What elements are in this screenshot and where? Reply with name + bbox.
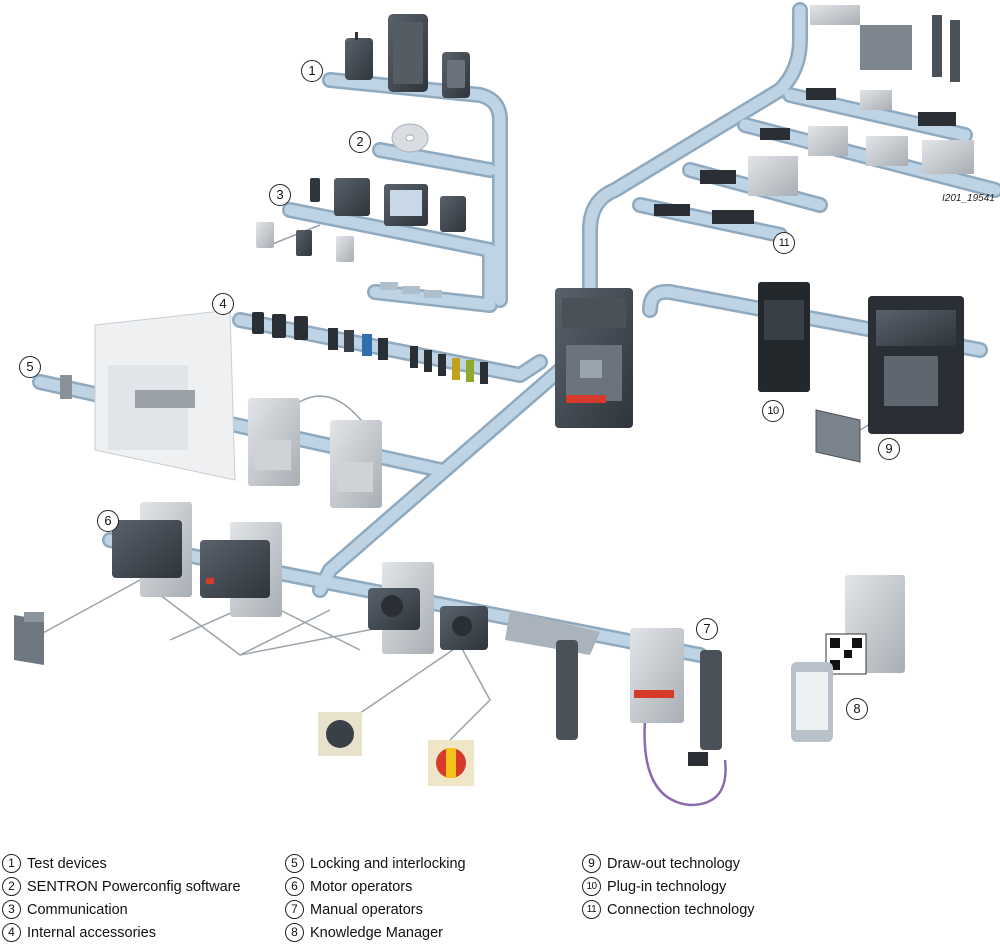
purple-cable <box>643 719 727 807</box>
legend-item: 8 Knowledge Manager <box>285 921 466 944</box>
legend-label: SENTRON Powerconfig software <box>27 878 241 895</box>
legend-item: 5 Locking and interlocking <box>285 852 466 875</box>
legend-item: 7 Manual operators <box>285 898 466 921</box>
callout-6: 6 <box>97 510 119 532</box>
legend-item: 2 SENTRON Powerconfig software <box>2 875 241 898</box>
motor-operators <box>14 502 488 786</box>
connection-terminals <box>654 5 974 224</box>
callout-7: 7 <box>696 618 718 640</box>
callout-4: 4 <box>212 293 234 315</box>
manual-operators <box>505 610 722 766</box>
legend-column-1: 1 Test devices 2 SENTRON Powerconfig softw… <box>2 852 241 944</box>
legend-label: Motor operators <box>310 878 413 895</box>
legend-number: 5 <box>285 854 304 873</box>
legend-item: 6 Motor operators <box>285 875 466 898</box>
callout-8: 8 <box>846 698 868 720</box>
legend-label: Test devices <box>27 855 107 872</box>
legend-number: 8 <box>285 923 304 942</box>
callout-5: 5 <box>19 356 41 378</box>
internal-accessories <box>252 312 488 384</box>
powerconfig-cd-icon <box>391 123 429 153</box>
legend-number: 11 <box>582 900 601 919</box>
draw-out-unit <box>815 296 964 463</box>
accessory-overview-diagram <box>14 2 1000 807</box>
legend-number: 3 <box>2 900 21 919</box>
drawing-code: I201_19541 <box>942 193 995 204</box>
legend-label: Knowledge Manager <box>310 924 444 941</box>
legend-item: 1 Test devices <box>2 852 241 875</box>
knowledge-manager <box>791 575 905 742</box>
plug-in-base <box>758 282 810 392</box>
legend-label: Plug-in technology <box>607 878 727 895</box>
legend-label: Communication <box>27 901 128 918</box>
legend-number: 4 <box>2 923 21 942</box>
legend-number: 9 <box>582 854 601 873</box>
legend-column-2: 5 Locking and interlocking 6 Motor operato… <box>285 852 466 944</box>
callout-11: 11 <box>773 232 795 254</box>
legend-number: 10 <box>582 877 601 896</box>
legend-number: 2 <box>2 877 21 896</box>
legend-label: Draw-out technology <box>607 855 740 872</box>
communication-modules <box>256 178 466 298</box>
legend-label: Connection technology <box>607 901 755 918</box>
central-circuit-breaker <box>555 288 633 428</box>
legend-item: 4 Internal accessories <box>2 921 241 944</box>
legend-number: 7 <box>285 900 304 919</box>
legend-number: 6 <box>285 877 304 896</box>
legend-item: 11 Connection technology <box>582 898 755 921</box>
legend-label: Internal accessories <box>27 924 156 941</box>
callout-10: 10 <box>762 400 784 422</box>
callout-9: 9 <box>878 438 900 460</box>
legend-item: 10 Plug-in technology <box>582 875 755 898</box>
legend-label: Manual operators <box>310 901 423 918</box>
callout-2: 2 <box>349 131 371 153</box>
test-devices <box>345 14 470 98</box>
legend: 1 Test devices 2 SENTRON Powerconfig softw… <box>0 852 1000 943</box>
callout-3: 3 <box>269 184 291 206</box>
callout-1: 1 <box>301 60 323 82</box>
legend-number: 1 <box>2 854 21 873</box>
legend-item: 3 Communication <box>2 898 241 921</box>
legend-item: 9 Draw-out technology <box>582 852 755 875</box>
legend-column-3: 9 Draw-out technology 10 Plug-in technolog… <box>582 852 755 921</box>
legend-label: Locking and interlocking <box>310 855 466 872</box>
locking-interlocking <box>60 309 382 508</box>
